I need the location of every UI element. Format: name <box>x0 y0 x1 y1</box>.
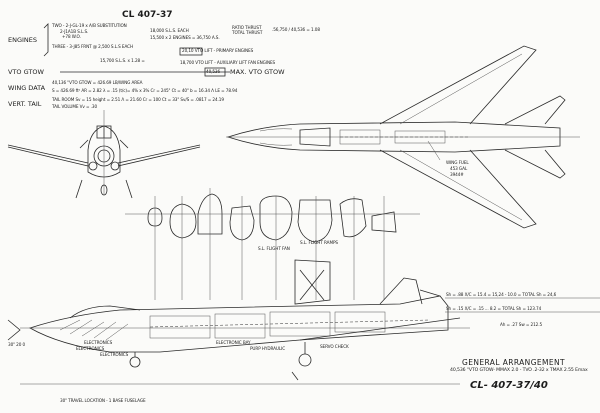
cross-sections <box>125 188 420 300</box>
wing-line-1: 40,136 "VTO GTOW = 426.69 LB/WING AREA <box>52 80 143 85</box>
ratio-value: .56,750 / 40,536 = 1.08 <box>272 27 320 32</box>
gtow-subtitle: 40,536 "VTO GTOW- MMAX 2.0 - TVO .2-32 x… <box>450 368 588 373</box>
side-note-5: ELECTRONICS <box>100 352 129 357</box>
engine-line-1: TWO - 2-J-GL-19 x A/B SUBSTITUTION <box>52 23 127 28</box>
horiz-tail-line-1: Sh = .88 X/C = 15.4 = 15,24 - 10.0 = TOT… <box>446 292 557 297</box>
vto-lift-aux: 18,700 VTO LIFT - AUXILIARY LIFT FAN ENG… <box>180 60 276 65</box>
side-note-7: PURP HYDRAULIC <box>250 346 286 351</box>
max-gtow-value: 40,536 <box>206 69 221 74</box>
front-view <box>7 110 201 199</box>
vto-lift-box <box>179 47 203 56</box>
dimension-lines <box>7 297 600 341</box>
engine-line-5: 15,700 S.L.S. x 1.28 = <box>100 58 145 63</box>
wing-line-2: S = 426.69 ft² AR = 2.82 λ = .15 (t/c)= … <box>52 88 238 93</box>
tail-line-1: TAIL ROOM Sv = 15 height = 2.51 Λ = 21.6… <box>52 97 224 102</box>
side-note-8: SERVO CHECK <box>320 344 349 349</box>
engine-line-3: +78 W.O. <box>62 34 81 39</box>
engine-line-4: THREE - 3-J85 FRNT @ 2,500 S.L.S EACH <box>52 44 134 49</box>
side-view <box>20 259 470 385</box>
wing-fuel-label: WING FUEL <box>446 160 469 165</box>
tail-line-2: TAIL VOLUME Vv = .30 <box>52 104 98 109</box>
vto-lift-primary: 20,10 VTO LIFT - PRIMARY ENGINES <box>182 48 254 53</box>
wing-fuel-gal: 453 GAL <box>450 166 468 171</box>
side-note-3: ELECTRONICS <box>84 340 113 345</box>
datum-note: 30" 20 0 <box>8 342 26 347</box>
engines-bracket <box>43 23 49 57</box>
horiz-tail-line-2: Sh = .15 X/C = .15 ... 8.2 = TOTAL Sh = … <box>446 306 542 311</box>
drawing-number-top: CL 407-37 <box>122 10 173 20</box>
engine-line-2: 2-J1A1B S.L.S. <box>60 29 89 34</box>
thrust-total: 15,500 x 2 ENGINES = 36,750 A.S. <box>150 35 220 40</box>
general-arrangement-title: GENERAL ARRANGEMENT <box>462 358 566 367</box>
ground-note: 30" TRAVEL LOCATION - 1 BASE FUSELAGE <box>60 398 146 403</box>
thrust-each: 18,000 S.L.S. EACH <box>150 28 189 33</box>
wing-data-label: WING DATA <box>8 84 46 92</box>
engines-label: ENGINES <box>8 36 38 44</box>
side-note-1: S.L. FLIGHT FAN <box>258 246 290 251</box>
side-note-2: S.L. FLIGHT RAMPS <box>300 240 338 245</box>
max-gtow-text: MAX. VTO GTOW <box>230 68 285 76</box>
area-line: Ah = .27 Sw = 212.5 <box>500 322 543 327</box>
wing-fuel-lb: 3944# <box>450 172 464 177</box>
vto-gtow-label: VTO GTOW <box>8 68 44 76</box>
plan-view <box>226 45 580 229</box>
ratio-label: RATIO THRUST TOTAL THRUST <box>232 25 263 35</box>
drawing-number-bottom: CL- 407-37/40 <box>470 380 548 391</box>
side-note-4: ELECTRONICS <box>76 346 105 351</box>
vert-tail-label: VERT. TAIL <box>8 100 42 108</box>
side-note-6: ELECTRONIC BAY <box>216 340 251 345</box>
